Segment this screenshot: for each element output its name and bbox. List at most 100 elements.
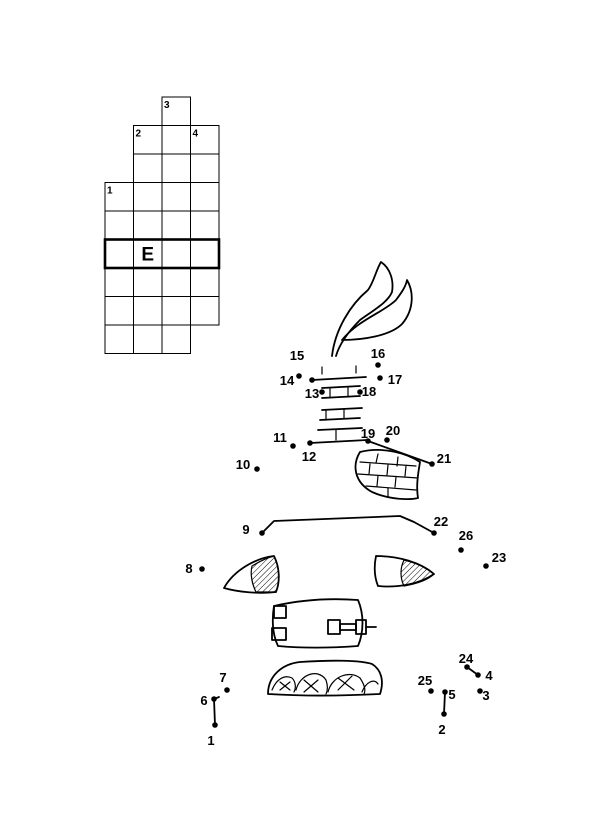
- crossword-cell[interactable]: [104, 210, 134, 240]
- crossword-cell[interactable]: [190, 153, 220, 183]
- dot-point[interactable]: [429, 461, 435, 467]
- crossword-clue-number: 4: [193, 129, 199, 140]
- crossword-cell[interactable]: [161, 239, 191, 269]
- flame-inner: [341, 279, 413, 341]
- dot-point[interactable]: [199, 566, 205, 572]
- dot-number: 7: [219, 670, 226, 685]
- dot-number: 4: [485, 668, 493, 683]
- dot-point[interactable]: [254, 466, 260, 472]
- line-19-21: [367, 440, 433, 465]
- dot-number: 12: [302, 449, 316, 464]
- dot-number: 9: [242, 522, 249, 537]
- dot-point[interactable]: [384, 437, 390, 443]
- crossword-cell[interactable]: [161, 96, 191, 126]
- dot-number: 11: [273, 430, 287, 445]
- dot-point[interactable]: [365, 438, 371, 444]
- crossword-given-letter: E: [141, 245, 154, 266]
- brick-tower: [309, 376, 368, 444]
- crossword-cell[interactable]: [133, 210, 163, 240]
- crossword-cell[interactable]: [161, 296, 191, 326]
- dot-number: 24: [459, 651, 474, 666]
- dot-point[interactable]: [211, 696, 217, 702]
- dot-number: 22: [434, 514, 448, 529]
- crossword-clue-number: 1: [107, 186, 113, 197]
- crossword-cell[interactable]: [133, 153, 163, 183]
- dot-point[interactable]: [477, 688, 483, 694]
- crossword-cell[interactable]: [161, 153, 191, 183]
- crossword-clue-number: 2: [136, 129, 142, 140]
- crossword-cell[interactable]: [161, 210, 191, 240]
- crossword-cell[interactable]: [104, 239, 134, 269]
- line-9-22: [261, 515, 435, 534]
- crossword-cell[interactable]: [190, 267, 220, 297]
- dot-number: 19: [361, 426, 375, 441]
- crossword-grid: 1 2 3 4E: [103, 96, 221, 354]
- right-eye: [373, 555, 435, 588]
- dot-number: 15: [290, 348, 304, 363]
- dot-number: 23: [492, 550, 506, 565]
- dot-point[interactable]: [357, 389, 363, 395]
- crossword-cell[interactable]: [104, 296, 134, 326]
- dot-point[interactable]: [296, 373, 302, 379]
- dot-number: 2: [438, 722, 445, 737]
- dot-number: 5: [448, 687, 455, 702]
- dot-point[interactable]: [428, 688, 434, 694]
- dot-point[interactable]: [319, 389, 325, 395]
- crossword-cell[interactable]: [161, 267, 191, 297]
- dot-point[interactable]: [224, 687, 230, 693]
- dot-point[interactable]: [442, 689, 448, 695]
- crossword-cell[interactable]: [190, 296, 220, 326]
- crossword-cell[interactable]: [133, 296, 163, 326]
- line-1-6: [213, 698, 216, 726]
- crossword-cell[interactable]: [104, 182, 134, 212]
- dot-point[interactable]: [475, 672, 481, 678]
- dot-number: 21: [437, 451, 451, 466]
- line-2-5: [443, 691, 446, 715]
- crossword-cell[interactable]: [190, 239, 220, 269]
- dot-point[interactable]: [375, 362, 381, 368]
- crossword-cell[interactable]: [190, 210, 220, 240]
- dot-number: 16: [371, 346, 385, 361]
- brick-patch: [354, 449, 421, 500]
- dot-point[interactable]: [212, 722, 218, 728]
- crossword-highlight-row: [103, 238, 221, 270]
- dot-number: 20: [386, 423, 400, 438]
- crossword-cell[interactable]: [190, 182, 220, 212]
- dot-point[interactable]: [309, 377, 315, 383]
- dot-point[interactable]: [458, 547, 464, 553]
- dot-number: 3: [482, 688, 489, 703]
- flame-outer: [331, 261, 394, 357]
- dot-number: 1: [207, 733, 214, 748]
- mouth: [267, 659, 383, 697]
- dot-number: 6: [200, 693, 207, 708]
- left-eye: [223, 555, 280, 594]
- dot-point[interactable]: [483, 563, 489, 569]
- crossword-cell[interactable]: [133, 267, 163, 297]
- crossword-cell[interactable]: [161, 324, 191, 354]
- dot-point[interactable]: [377, 375, 383, 381]
- dot-point[interactable]: [290, 443, 296, 449]
- dot-point[interactable]: [307, 440, 313, 446]
- crossword-cell[interactable]: [161, 182, 191, 212]
- dot-number: 26: [459, 528, 473, 543]
- nose-box: [271, 598, 377, 649]
- crossword-cell[interactable]: [133, 182, 163, 212]
- dot-number: 13: [305, 386, 319, 401]
- crossword-clue-number: 3: [164, 100, 170, 111]
- crossword-cell[interactable]: [133, 324, 163, 354]
- dot-point[interactable]: [259, 530, 265, 536]
- dot-point[interactable]: [464, 664, 470, 670]
- dot-point[interactable]: [441, 711, 447, 717]
- dot-number: 17: [388, 372, 402, 387]
- dot-number: 8: [185, 561, 192, 576]
- rocket-drawing: [213, 261, 479, 726]
- dot-number: 18: [362, 384, 376, 399]
- dot-number: 25: [418, 673, 432, 688]
- dot-point[interactable]: [431, 530, 437, 536]
- crossword-cell[interactable]: [104, 267, 134, 297]
- crossword-cell[interactable]: [104, 324, 134, 354]
- dot-number: 14: [280, 373, 295, 388]
- crossword-cell[interactable]: [161, 125, 191, 155]
